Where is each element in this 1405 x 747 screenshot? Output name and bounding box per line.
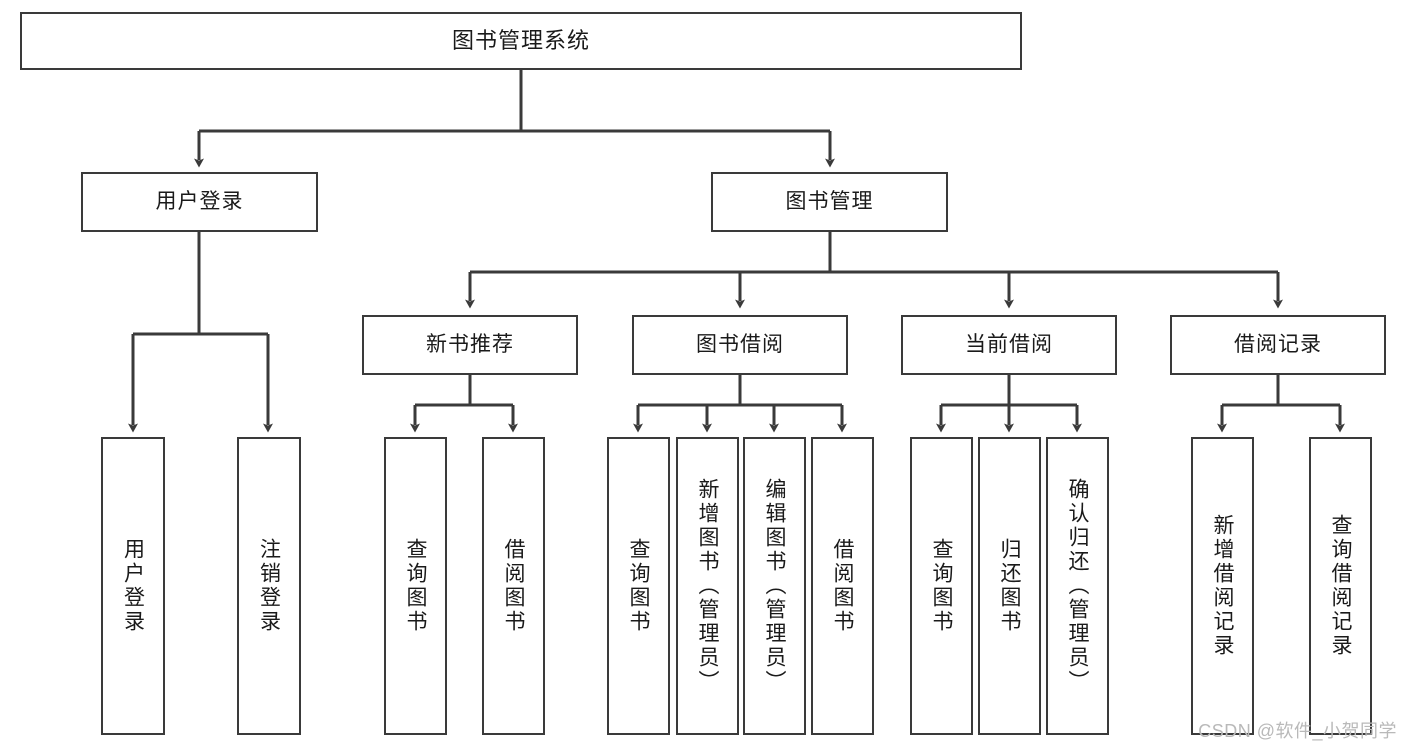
leaf-borrow-books-new[interactable]: 借阅图书: [482, 437, 545, 735]
node-user-login[interactable]: 用户登录: [81, 172, 318, 232]
node-label: 用户登录: [121, 538, 145, 634]
node-label: 图书借阅: [696, 332, 784, 356]
node-label: 新增借阅记录: [1211, 514, 1234, 658]
node-label: 归还图书: [998, 538, 1021, 634]
node-book-borrowing[interactable]: 图书借阅: [632, 315, 848, 375]
node-label: 用户登录: [155, 189, 244, 213]
leaf-query-books-new[interactable]: 查询图书: [384, 437, 447, 735]
leaf-borrow-books[interactable]: 借阅图书: [811, 437, 874, 735]
node-label: 查询图书: [930, 538, 953, 634]
node-label: 查询图书: [404, 538, 427, 634]
leaf-add-book-admin[interactable]: 新增图书（管理员）: [676, 437, 739, 735]
node-label: 查询图书: [627, 538, 650, 634]
leaf-add-borrow-record[interactable]: 新增借阅记录: [1191, 437, 1254, 735]
leaf-return-book[interactable]: 归还图书: [978, 437, 1041, 735]
leaf-user-login[interactable]: 用户登录: [101, 437, 165, 735]
watermark-text: CSDN @软件_小贺同学: [1198, 721, 1397, 741]
node-borrowing-records[interactable]: 借阅记录: [1170, 315, 1386, 375]
node-book-management[interactable]: 图书管理: [711, 172, 948, 232]
node-label: 图书管理: [785, 189, 874, 213]
leaf-confirm-return-admin[interactable]: 确认归还（管理员）: [1046, 437, 1109, 735]
node-label: 编辑图书（管理员）: [763, 478, 786, 694]
node-root-book-management-system[interactable]: 图书管理系统: [20, 12, 1022, 70]
node-label: 借阅记录: [1234, 332, 1322, 356]
node-label: 图书管理系统: [451, 28, 590, 54]
node-label: 确认归还（管理员）: [1066, 478, 1089, 694]
leaf-query-books-current[interactable]: 查询图书: [910, 437, 973, 735]
node-label: 新书推荐: [426, 332, 514, 356]
node-label: 注销登录: [257, 538, 281, 634]
leaf-logout[interactable]: 注销登录: [237, 437, 301, 735]
node-label: 借阅图书: [502, 538, 525, 634]
node-current-borrowing[interactable]: 当前借阅: [901, 315, 1117, 375]
node-label: 借阅图书: [831, 538, 854, 634]
node-label: 新增图书（管理员）: [696, 478, 719, 694]
node-label: 当前借阅: [965, 332, 1053, 356]
leaf-query-books-borrow[interactable]: 查询图书: [607, 437, 670, 735]
node-new-book-recommendation[interactable]: 新书推荐: [362, 315, 578, 375]
leaf-query-borrow-record[interactable]: 查询借阅记录: [1309, 437, 1372, 735]
node-label: 查询借阅记录: [1329, 514, 1352, 658]
leaf-edit-book-admin[interactable]: 编辑图书（管理员）: [743, 437, 806, 735]
